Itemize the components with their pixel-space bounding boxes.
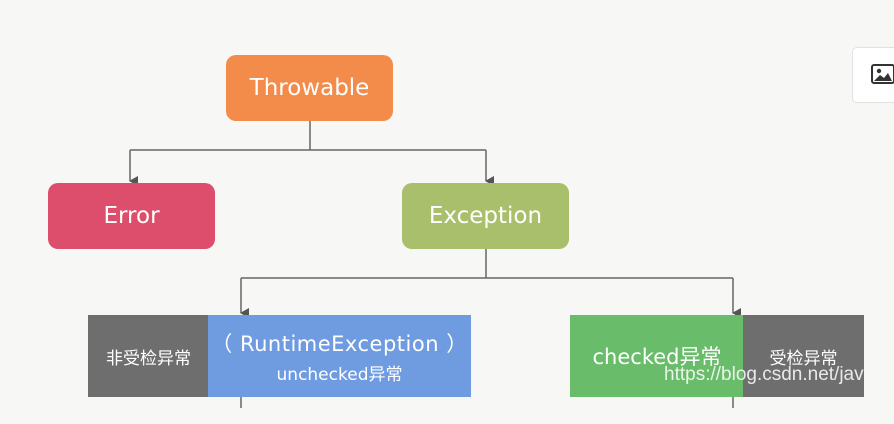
throwable-label: Throwable	[249, 75, 370, 101]
checked-category-label: 受检异常	[743, 315, 864, 397]
exception-node: Exception	[402, 183, 569, 249]
error-node: Error	[48, 183, 215, 249]
unchecked-category-label: 非受检异常	[88, 315, 209, 397]
checked-exception-label: checked异常	[592, 345, 722, 369]
runtime-exception-title: （ RuntimeException ）	[211, 331, 468, 356]
exception-label: Exception	[428, 203, 543, 229]
runtime-exception-node: （ RuntimeException ） unchecked异常	[208, 315, 471, 397]
image-icon	[871, 64, 894, 84]
checked-category-text: 受检异常	[769, 348, 838, 369]
unchecked-category-text: 非受检异常	[106, 348, 191, 369]
watermark-text: https://blog.csdn.net/jav	[664, 364, 864, 385]
runtime-exception-subtitle: unchecked异常	[276, 364, 403, 385]
throwable-node: Throwable	[226, 55, 393, 121]
image-view-button[interactable]	[852, 47, 894, 103]
error-label: Error	[103, 203, 160, 229]
checked-exception-node: checked异常	[570, 315, 744, 397]
